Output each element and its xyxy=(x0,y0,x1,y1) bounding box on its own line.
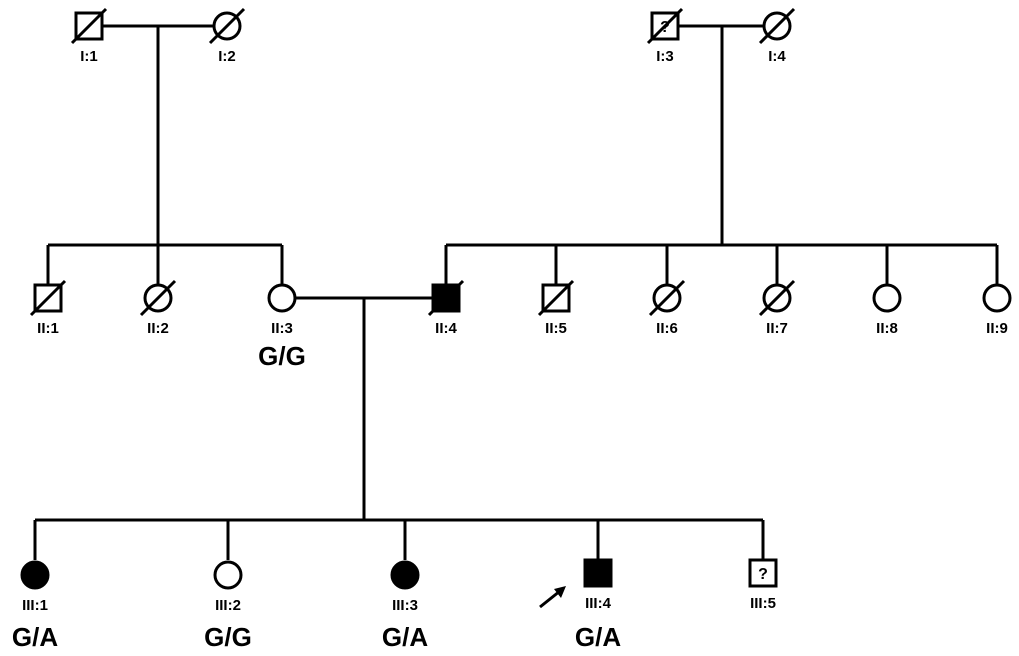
individual-label: II:3 xyxy=(271,320,293,337)
individual-I-4: I:4 xyxy=(758,7,796,65)
individual-label: II:8 xyxy=(876,320,898,337)
individual-label: III:5 xyxy=(750,595,776,612)
deceased-slash xyxy=(29,279,67,317)
male-square-symbol xyxy=(583,558,613,588)
deceased-slash xyxy=(208,7,246,45)
individual-II-4: II:4 xyxy=(427,279,465,337)
individual-label: II:6 xyxy=(656,320,678,337)
individual-label: II:4 xyxy=(435,320,457,337)
individual-III-5: ? III:5 xyxy=(748,558,778,612)
deceased-slash xyxy=(537,279,575,317)
individual-label: II:5 xyxy=(545,320,567,337)
female-circle-symbol xyxy=(267,283,297,313)
individuals: I:1I:2?I:3I:4II:1II:2II:3G/GII:4II:5II:6… xyxy=(12,7,1012,652)
deceased-slash xyxy=(427,279,465,317)
unknown-mark: ? xyxy=(758,566,768,583)
individual-label: III:3 xyxy=(392,597,418,614)
genotype-label: G/G xyxy=(204,622,252,652)
individual-III-3: III:3G/A xyxy=(382,560,428,652)
deceased-slash xyxy=(70,7,108,45)
individual-II-6: II:6 xyxy=(648,279,686,337)
individual-II-1: II:1 xyxy=(29,279,67,337)
genotype-label: G/A xyxy=(575,622,621,652)
individual-II-3: II:3G/G xyxy=(258,283,306,371)
individual-II-8: II:8 xyxy=(872,283,902,337)
female-circle-symbol xyxy=(390,560,420,590)
individual-label: II:9 xyxy=(986,320,1008,337)
genotype-label: G/G xyxy=(258,341,306,371)
individual-label: II:2 xyxy=(147,320,169,337)
deceased-slash xyxy=(139,279,177,317)
individual-label: I:1 xyxy=(80,48,98,65)
individual-III-2: III:2G/G xyxy=(204,560,252,652)
individual-label: II:7 xyxy=(766,320,788,337)
deceased-slash xyxy=(646,7,684,45)
individual-II-9: II:9 xyxy=(982,283,1012,337)
genotype-label: G/A xyxy=(382,622,428,652)
male-square-symbol xyxy=(748,558,778,588)
individual-label: II:1 xyxy=(37,320,59,337)
individual-label: III:2 xyxy=(215,597,241,614)
female-circle-symbol xyxy=(213,560,243,590)
deceased-slash xyxy=(758,7,796,45)
individual-I-2: I:2 xyxy=(208,7,246,65)
genotype-label: G/A xyxy=(12,622,58,652)
individual-label: I:3 xyxy=(656,48,674,65)
female-circle-symbol xyxy=(20,560,50,590)
individual-II-7: II:7 xyxy=(758,279,796,337)
deceased-slash xyxy=(758,279,796,317)
individual-label: III:1 xyxy=(22,597,48,614)
individual-label: III:4 xyxy=(585,595,611,612)
individual-III-4: III:4G/A xyxy=(539,558,621,652)
female-circle-symbol xyxy=(982,283,1012,313)
individual-label: I:2 xyxy=(218,48,236,65)
individual-label: I:4 xyxy=(768,48,786,65)
individual-I-1: I:1 xyxy=(70,7,108,65)
deceased-slash xyxy=(648,279,686,317)
female-circle-symbol xyxy=(872,283,902,313)
relationship-lines xyxy=(33,24,999,560)
individual-II-2: II:2 xyxy=(139,279,177,337)
proband-arrow-icon xyxy=(539,586,566,609)
individual-II-5: II:5 xyxy=(537,279,575,337)
individual-III-1: III:1G/A xyxy=(12,560,58,652)
individual-I-3: ?I:3 xyxy=(646,7,684,65)
